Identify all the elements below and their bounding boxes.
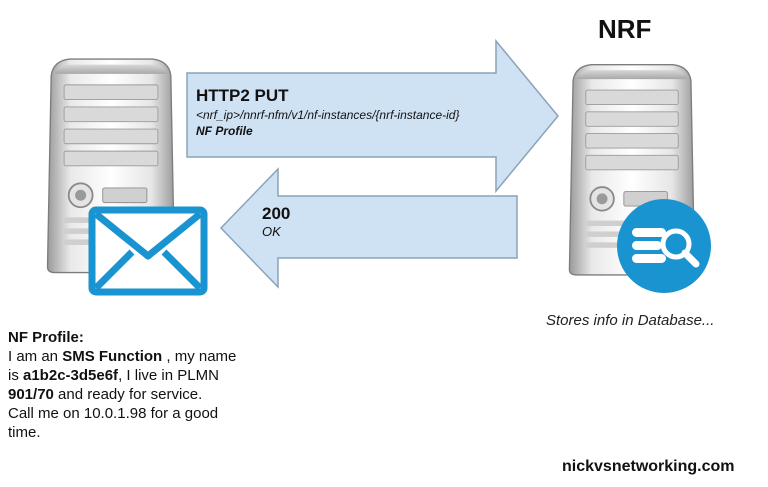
nf-instance-id: a1b2c-3d5e6f (23, 367, 119, 384)
request-path: <nrf_ip>/nnrf-nfm/v1/nf-instances/{nrf-i… (196, 108, 460, 122)
response-arrow (219, 167, 518, 289)
watermark: nickvsnetworking.com (562, 458, 735, 475)
nf-profile-description: NF Profile: I am an SMS Function , my na… (8, 328, 248, 442)
database-caption: Stores info in Database... (546, 312, 715, 329)
request-method: HTTP2 PUT (196, 86, 289, 105)
request-body: NF Profile (196, 124, 253, 138)
request-arrow (186, 38, 559, 194)
profile-text: I am an (8, 348, 63, 365)
nrf-label: NRF (598, 14, 652, 44)
profile-text: , I live in PLMN (118, 367, 219, 384)
nf-type: SMS Function (62, 348, 163, 365)
database-search-icon (617, 199, 711, 293)
response-reason: OK (262, 224, 281, 239)
profile-contact: Call me on 10.0.1.98 for a good time. (8, 405, 219, 441)
envelope-icon (88, 206, 208, 296)
profile-text: and ready for service. (53, 386, 203, 403)
nf-profile-title: NF Profile: (8, 329, 84, 346)
response-code: 200 (262, 204, 291, 223)
plmn: 901/70 (8, 386, 54, 403)
profile-text: , my name is (8, 348, 237, 384)
